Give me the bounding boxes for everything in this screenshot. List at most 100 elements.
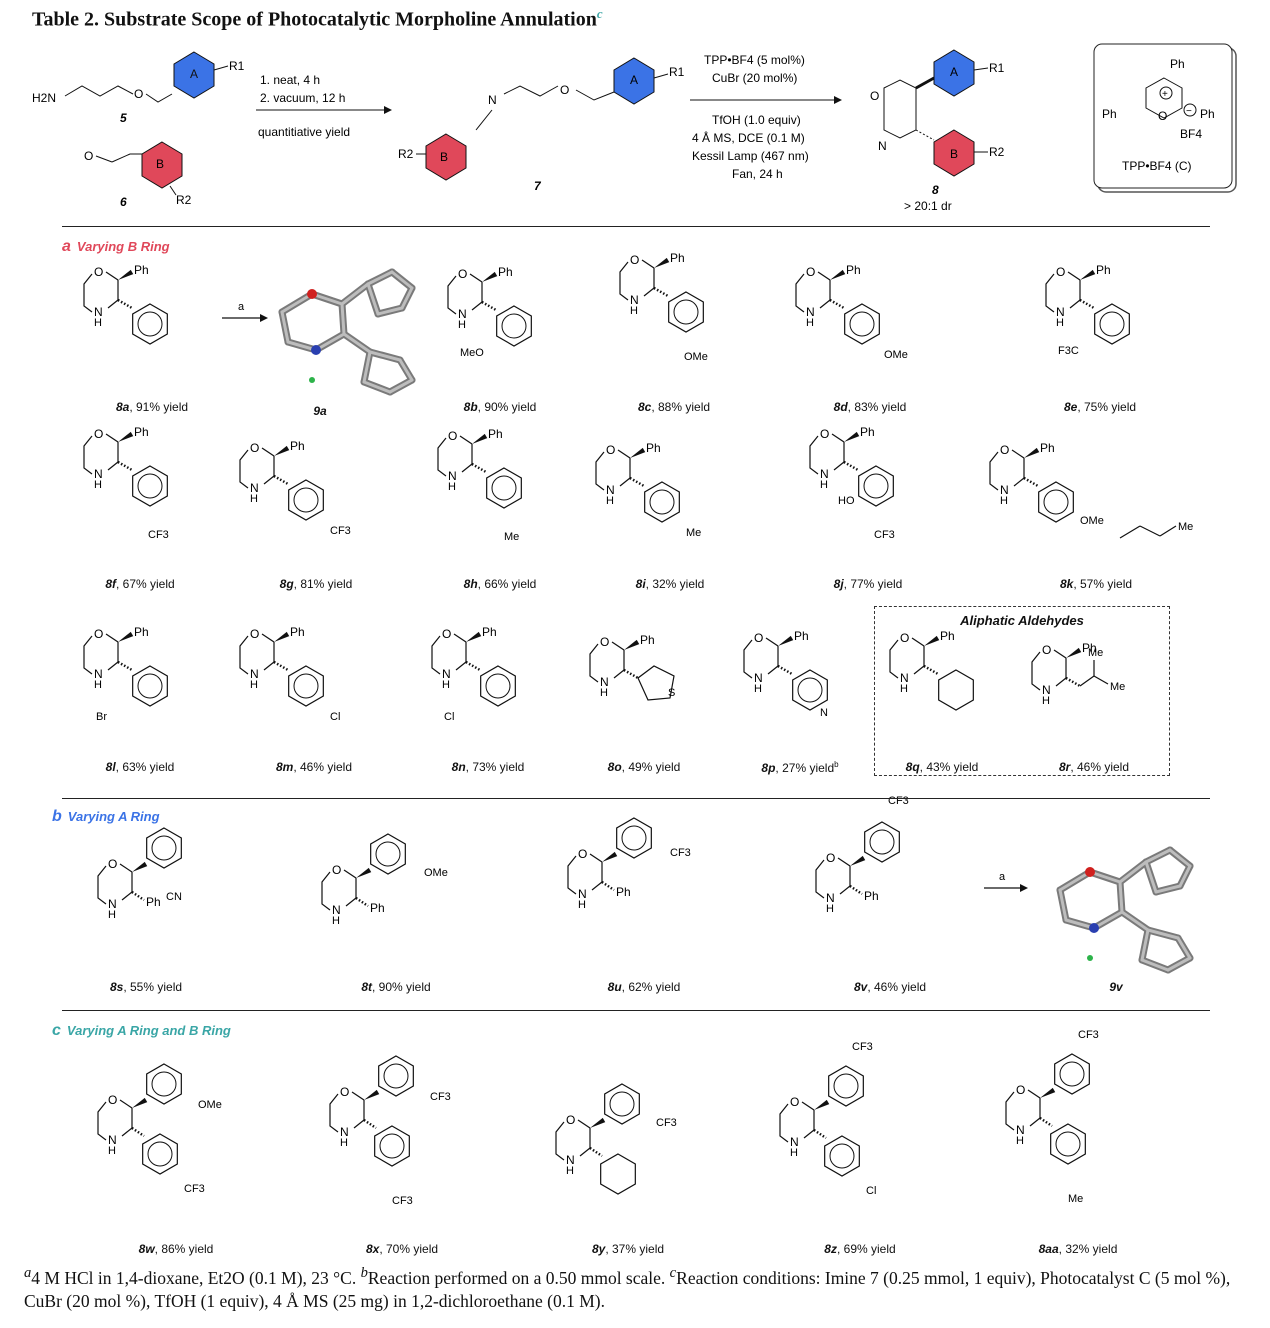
svg-text:S: S xyxy=(668,687,675,699)
svg-text:R2: R2 xyxy=(176,193,192,207)
svg-text:N: N xyxy=(1000,483,1009,497)
svg-text:N: N xyxy=(458,307,467,321)
svg-text:Ph: Ph xyxy=(860,425,875,439)
svg-text:Ph: Ph xyxy=(794,629,809,643)
svg-text:O: O xyxy=(1042,643,1051,657)
svg-text:> 20:1 dr: > 20:1 dr xyxy=(904,199,952,213)
svg-text:O: O xyxy=(94,627,103,641)
compound-label-8t: 8t, 90% yield xyxy=(361,980,431,994)
svg-text:N: N xyxy=(448,469,457,483)
svg-text:OMe: OMe xyxy=(1080,515,1104,527)
svg-text:Br: Br xyxy=(96,711,107,723)
svg-text:Me: Me xyxy=(1068,1193,1083,1205)
svg-text:Ph: Ph xyxy=(370,901,385,915)
compound-label-8p: 8p, 27% yieldb xyxy=(761,760,839,775)
compound-label-9a: 9a xyxy=(313,404,327,418)
svg-text:H: H xyxy=(108,1145,116,1157)
svg-text:Ph: Ph xyxy=(290,439,305,453)
svg-text:O: O xyxy=(1000,443,1009,457)
compound-label-8s: 8s, 55% yield xyxy=(109,980,183,994)
svg-text:Ph: Ph xyxy=(1102,107,1117,121)
compound-label-8x: 8x, 70% yield xyxy=(365,1242,439,1256)
svg-text:Me: Me xyxy=(1110,681,1125,693)
compound-label-8aa: 8aa, 32% yield xyxy=(1038,1242,1118,1256)
compound-label-8f: 8f, 67% yield xyxy=(105,577,175,591)
svg-text:N: N xyxy=(340,1125,349,1139)
svg-text:OMe: OMe xyxy=(198,1099,222,1111)
svg-text:R1: R1 xyxy=(229,59,245,73)
svg-text:N: N xyxy=(600,675,609,689)
svg-text:Ph: Ph xyxy=(670,251,685,265)
svg-text:N: N xyxy=(820,707,828,719)
svg-text:a: a xyxy=(999,871,1006,883)
svg-text:O: O xyxy=(560,83,569,97)
svg-text:H: H xyxy=(1056,317,1064,329)
svg-text:1. neat, 4 h: 1. neat, 4 h xyxy=(260,73,320,87)
svg-text:O: O xyxy=(566,1113,575,1127)
svg-text:Ph: Ph xyxy=(640,633,655,647)
svg-text:H: H xyxy=(1042,695,1050,707)
svg-text:N: N xyxy=(630,293,639,307)
svg-text:Ph: Ph xyxy=(1040,441,1055,455)
svg-text:O: O xyxy=(458,267,467,281)
svg-text:H: H xyxy=(566,1165,574,1177)
svg-text:N: N xyxy=(108,897,117,911)
compound-label-8i: 8i, 32% yield xyxy=(635,577,705,591)
svg-text:O: O xyxy=(630,253,639,267)
svg-text:Ph: Ph xyxy=(864,889,879,903)
svg-text:H: H xyxy=(1016,1135,1024,1147)
svg-text:5: 5 xyxy=(120,111,127,125)
svg-text:R2: R2 xyxy=(989,145,1005,159)
svg-text:CN: CN xyxy=(166,891,182,903)
svg-text:N: N xyxy=(250,481,259,495)
compound-label-8u: 8u, 62% yield xyxy=(607,980,681,994)
svg-text:H: H xyxy=(806,317,814,329)
svg-text:H: H xyxy=(94,679,102,691)
svg-text:Ph: Ph xyxy=(488,427,503,441)
compound-label-8h: 8h, 66% yield xyxy=(463,577,537,591)
svg-text:+: + xyxy=(1162,89,1168,100)
svg-text:A: A xyxy=(630,73,638,87)
svg-text:O: O xyxy=(826,851,835,865)
svg-text:H: H xyxy=(754,683,762,695)
svg-text:N: N xyxy=(806,305,815,319)
svg-text:OMe: OMe xyxy=(884,349,908,361)
svg-text:H: H xyxy=(442,679,450,691)
svg-text:Cl: Cl xyxy=(866,1185,876,1197)
svg-text:OMe: OMe xyxy=(424,867,448,879)
compound-label-8o: 8o, 49% yield xyxy=(607,760,681,774)
svg-text:O: O xyxy=(340,1085,349,1099)
svg-text:R1: R1 xyxy=(669,65,685,79)
svg-text:O: O xyxy=(94,427,103,441)
svg-text:CF3: CF3 xyxy=(888,795,909,807)
svg-text:N: N xyxy=(332,903,341,917)
svg-text:N: N xyxy=(1042,683,1051,697)
svg-text:CF3: CF3 xyxy=(656,1117,677,1129)
svg-text:CF3: CF3 xyxy=(670,847,691,859)
svg-text:Ph: Ph xyxy=(498,265,513,279)
svg-text:BF4: BF4 xyxy=(1180,127,1202,141)
compound-label-8w: 8w, 86% yield xyxy=(138,1242,214,1256)
svg-text:CF3: CF3 xyxy=(430,1091,451,1103)
svg-text:CF3: CF3 xyxy=(148,529,169,541)
svg-text:A: A xyxy=(190,67,198,81)
svg-text:6: 6 xyxy=(120,195,127,209)
compound-label-8e: 8e, 75% yield xyxy=(1063,400,1137,414)
svg-text:Ph: Ph xyxy=(482,625,497,639)
svg-text:O: O xyxy=(84,149,93,163)
compound-label-8l: 8l, 63% yield xyxy=(105,760,175,774)
svg-text:Me: Me xyxy=(504,531,519,543)
